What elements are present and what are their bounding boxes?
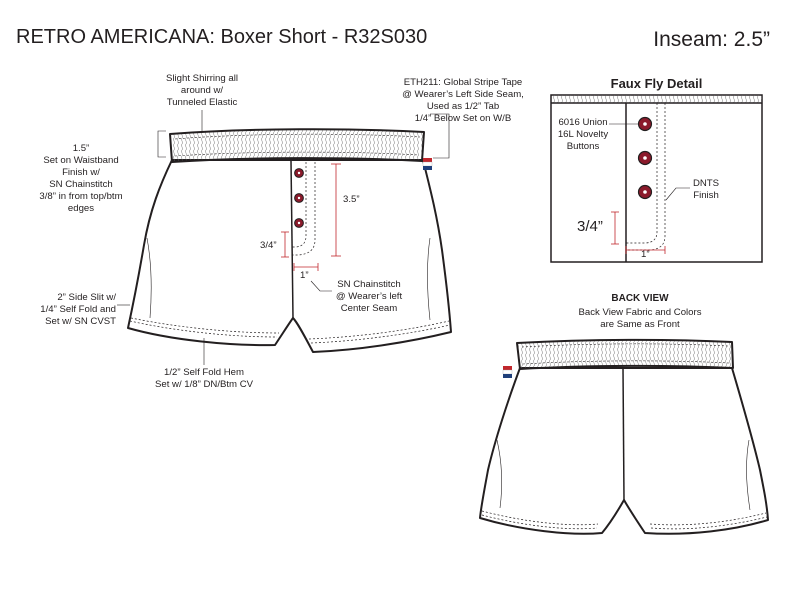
fly-offset-label: 1”	[300, 270, 309, 281]
fly-length-label: 3.5”	[343, 194, 360, 205]
side-slit-note: 2” Side Slit w/ 1/4” Self Fold and Set w…	[10, 292, 116, 328]
page-title: RETRO AMERICANA: Boxer Short - R32S030	[16, 26, 428, 48]
front-buttons	[294, 168, 304, 228]
hem-note-line: 1/2” Self Fold Hem	[164, 367, 244, 378]
front-leader-lines	[117, 110, 450, 365]
front-right-hem-stitch	[308, 320, 451, 344]
front-button-3	[294, 218, 304, 228]
front-fly-topstitch	[292, 162, 316, 256]
inseam-label: Inseam: 2.5”	[653, 28, 770, 51]
side-slit-note-line: Set w/ SN CVST	[45, 316, 116, 327]
detail-button-2	[637, 150, 653, 166]
stripe-tape-note-line: @ Wearer’s Left Side Seam,	[402, 89, 524, 100]
dnts-note: DNTS Finish	[687, 178, 725, 202]
stripe-tape-note-line: Used as 1/2” Tab	[426, 101, 500, 112]
center-seam-note-line: SN Chainstitch	[337, 279, 401, 290]
waistband-note: 1.5” Set on Waistband Finish w/ SN Chain…	[26, 143, 136, 215]
waistband-note-line: Set on Waistband	[43, 155, 119, 166]
front-view-sketch	[127, 128, 452, 353]
front-left-hem-stitch	[129, 317, 280, 338]
fly-width-dimension	[281, 231, 289, 258]
hem-note: 1/2” Self Fold Hem Set w/ 1/8” DN/Btm CV	[124, 367, 284, 391]
back-view-note: Back View Fabric and Colors are Same as …	[545, 307, 735, 331]
faux-fly-detail-panel	[550, 94, 763, 263]
front-stripe-tape-tab	[422, 158, 433, 170]
waistband-note-line: 1.5”	[72, 143, 90, 154]
fly-offset-dimension	[293, 263, 319, 271]
buttons-note-line: 6016 Union	[558, 117, 608, 128]
buttons-note-line: Buttons	[566, 141, 600, 152]
back-center-seam	[622, 367, 625, 501]
stripe-tape-note-line: 1/4” Below Set on W/B	[414, 113, 512, 124]
stripe-tape-note: ETH211: Global Stripe Tape @ Wearer’s Le…	[388, 77, 538, 125]
front-button-1	[294, 168, 304, 178]
back-stripe-tape-tab	[502, 366, 513, 378]
fly-length-dimension	[331, 163, 341, 257]
front-dimension-lines	[281, 163, 341, 271]
back-waistband	[516, 338, 734, 370]
waistband-note-line: SN Chainstitch	[49, 179, 113, 190]
side-slit-note-line: 2” Side Slit w/	[57, 292, 116, 303]
detail-button-3	[637, 184, 653, 200]
dnts-note-line: Finish	[693, 190, 719, 201]
waistband-note-line: edges	[67, 203, 95, 214]
front-waistband	[169, 128, 425, 163]
detail-offset-label: 1”	[641, 249, 650, 260]
detail-button-1	[637, 116, 653, 132]
dnts-note-line: DNTS	[692, 178, 720, 189]
faux-fly-heading: Faux Fly Detail	[610, 76, 703, 91]
front-body-outline	[127, 159, 452, 353]
buttons-note-line: 16L Novelty	[557, 129, 609, 140]
back-view-note-line: Back View Fabric and Colors	[578, 307, 702, 318]
buttons-note: 6016 Union 16L Novelty Buttons	[556, 117, 610, 153]
side-slit-note-line: 1/4” Self Fold and	[40, 304, 116, 315]
center-seam-note-line: @ Wearer’s left	[335, 291, 403, 302]
shirring-note-line: Slight Shirring all	[166, 73, 238, 84]
center-seam-note: SN Chainstitch @ Wearer’s left Center Se…	[324, 279, 414, 315]
waistband-note-line: Finish w/	[62, 167, 100, 178]
stripe-tape-note-line: ETH211: Global Stripe Tape	[403, 77, 523, 88]
shirring-note-line: Tunneled Elastic	[166, 97, 238, 108]
shirring-note-line: around w/	[180, 85, 224, 96]
front-center-seam	[290, 160, 294, 319]
hem-note-line: Set w/ 1/8” DN/Btm CV	[154, 379, 254, 390]
fly-width-label: 3/4”	[260, 240, 277, 251]
front-button-2	[294, 193, 304, 203]
back-view-heading: BACK VIEW	[611, 293, 669, 304]
shirring-note: Slight Shirring all around w/ Tunneled E…	[152, 73, 252, 109]
waistband-note-line: 3/8” in from top/btm	[39, 191, 123, 202]
center-seam-note-line: Center Seam	[340, 303, 398, 314]
detail-width-label: 3/4”	[577, 218, 603, 235]
back-view-sketch	[479, 338, 769, 535]
back-view-note-line: are Same as Front	[600, 319, 680, 330]
